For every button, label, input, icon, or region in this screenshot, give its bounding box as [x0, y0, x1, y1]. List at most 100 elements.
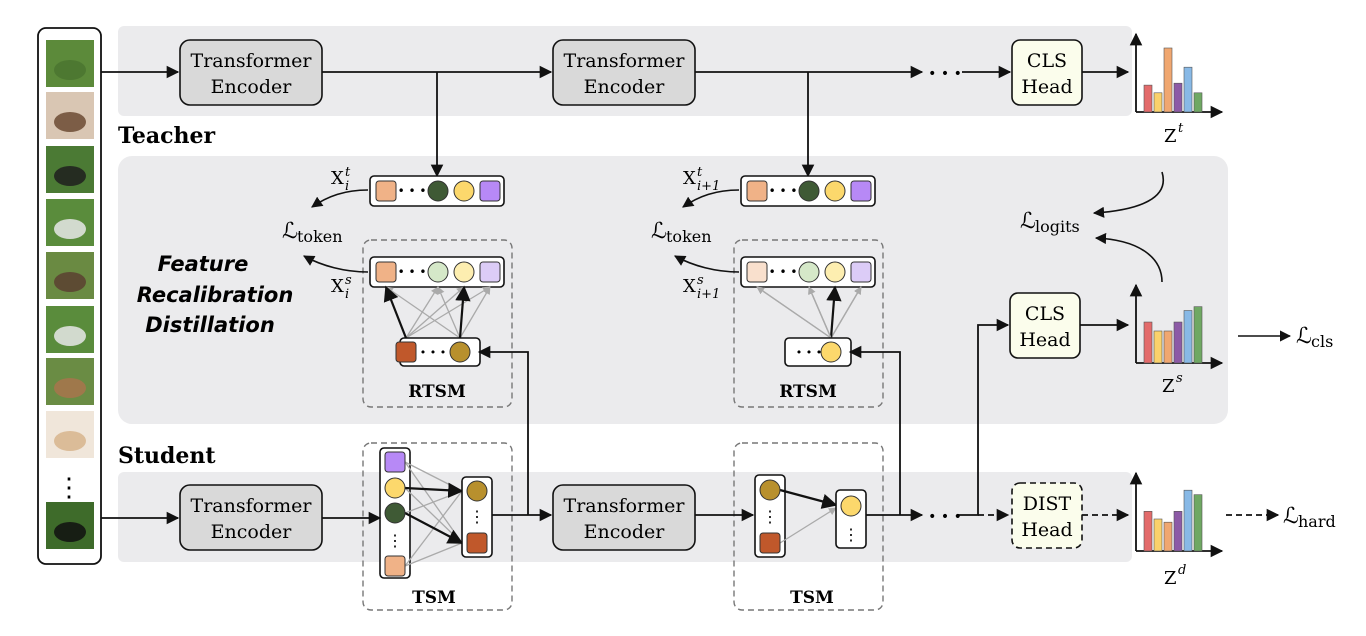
teacher-token-row-1: • • • [369, 175, 505, 207]
rtsm-source-square [395, 341, 417, 363]
svg-text:Encoder: Encoder [211, 76, 293, 98]
dist-head: DIST Head [1011, 482, 1083, 549]
token-loss-1: ℒ token [282, 219, 343, 246]
svg-text:d: d [1178, 563, 1186, 578]
svg-text:ℒ: ℒ [282, 219, 298, 244]
tsm-edge [404, 542, 463, 567]
teacher-ellipsis: • • • [928, 66, 962, 82]
token-square [479, 261, 501, 283]
x-student-label-1: X s i [331, 273, 352, 302]
svg-text:ℒ: ℒ [651, 219, 667, 244]
tsm-label-2: TSM [790, 588, 834, 608]
svg-text:Z: Z [1162, 376, 1175, 397]
z-student-label: Z s [1162, 371, 1183, 397]
input-patch-detail [54, 326, 86, 346]
z-teacher-label: Z t [1164, 121, 1184, 147]
tsm-vdots: ⋮ [762, 507, 778, 526]
input-patch-detail [54, 166, 86, 186]
input-patch-detail [54, 60, 86, 80]
svg-text:ℒ: ℒ [1020, 209, 1036, 234]
tsm-out-circle [466, 480, 488, 502]
tsm-box-2 [733, 442, 884, 611]
student-cls-head: CLS Head [1009, 292, 1081, 359]
token-circle [453, 261, 475, 283]
tsm-token-circle [384, 502, 406, 524]
input-patches [46, 40, 94, 549]
teacher-token-row-2: • • • [740, 175, 876, 207]
token-square [375, 180, 397, 202]
teacher-arrows [101, 65, 1130, 178]
svg-text:token: token [297, 227, 343, 246]
rtsm-strong-edge [826, 285, 842, 339]
svg-text:t: t [1178, 121, 1184, 136]
svg-text:X: X [331, 168, 344, 189]
tsm-token-square [384, 555, 406, 577]
tsm-token-square [384, 451, 406, 473]
student-arrows [101, 318, 1130, 525]
frd-label: Feature Recalibration Distillation [137, 252, 294, 337]
logits-loss: ℒ logits [1020, 209, 1080, 236]
rtsm-connections-2: • • • [756, 285, 862, 367]
svg-text:t: t [697, 165, 703, 180]
hist-bar [1183, 310, 1193, 364]
rtsm-source-circle [820, 341, 842, 363]
token-ellipsis: • • • [769, 184, 798, 198]
x-teacher-label-2: X t i+1 [683, 165, 720, 194]
tsm-vdots: ⋮ [843, 525, 859, 544]
token-square [850, 180, 872, 202]
rtsm-source-circle [449, 341, 471, 363]
svg-text:s: s [345, 273, 352, 288]
hist-bar [1173, 321, 1183, 364]
svg-text:Encoder: Encoder [211, 521, 293, 543]
svg-text:Distillation: Distillation [145, 313, 275, 337]
student-label: Student [118, 443, 216, 469]
svg-text:s: s [1176, 371, 1183, 386]
teacher-encoder-2: Transformer Encoder [552, 39, 696, 106]
tsm-box-1 [362, 442, 513, 611]
z-dist-label: Z d [1164, 563, 1186, 589]
token-circle [824, 180, 846, 202]
tsm-out-circle [840, 495, 862, 517]
rtsm-strong-edge [455, 285, 471, 339]
rtsm-label-2: RTSM [779, 382, 837, 402]
tsm-module-1: ⋮⋮ [379, 447, 493, 579]
svg-text:Head: Head [1019, 329, 1070, 351]
tsm-strong-edge [779, 488, 838, 509]
token-square [479, 180, 501, 202]
hist-bar [1153, 330, 1163, 364]
token-circle [453, 180, 475, 202]
student-ellipsis: • • • [928, 509, 962, 525]
svg-text:Recalibration: Recalibration [137, 283, 294, 307]
tsm-module-2: ⋮⋮ [754, 474, 867, 558]
rtsm-edge [756, 286, 832, 339]
tsm-vdots: ⋮ [469, 507, 485, 526]
hist-bar [1143, 321, 1153, 364]
tsm-label-1: TSM [412, 588, 456, 608]
token-square [746, 261, 768, 283]
svg-text:Head: Head [1021, 519, 1072, 541]
svg-text:Feature: Feature [158, 252, 249, 276]
token-circle [798, 180, 820, 202]
hist-bar [1143, 84, 1153, 113]
token-ellipsis: • • • [398, 184, 427, 198]
rtsm-edge [405, 286, 439, 339]
tsm-strong-edge [404, 482, 464, 498]
teacher-encoder-1: Transformer Encoder [179, 39, 323, 106]
teacher-label: Teacher [118, 123, 215, 149]
svg-text:ℒ: ℒ [1296, 324, 1312, 349]
x-student-label-2: X s i+1 [683, 273, 720, 302]
rtsm-edge [385, 286, 461, 339]
token-loss-2: ℒ token [651, 219, 712, 246]
hist-bar [1163, 47, 1173, 113]
student-encoder-1: Transformer Encoder [179, 484, 323, 551]
input-patch-detail [54, 272, 86, 292]
input-patch-detail [54, 378, 86, 398]
hist-bar [1193, 92, 1203, 113]
svg-text:X: X [683, 276, 696, 297]
svg-text:X: X [331, 276, 344, 297]
tsm-out-square [466, 532, 488, 554]
rtsm-label-1: RTSM [408, 382, 466, 402]
recalibrated-token-row-1: • • • [369, 256, 505, 288]
token-square [375, 261, 397, 283]
